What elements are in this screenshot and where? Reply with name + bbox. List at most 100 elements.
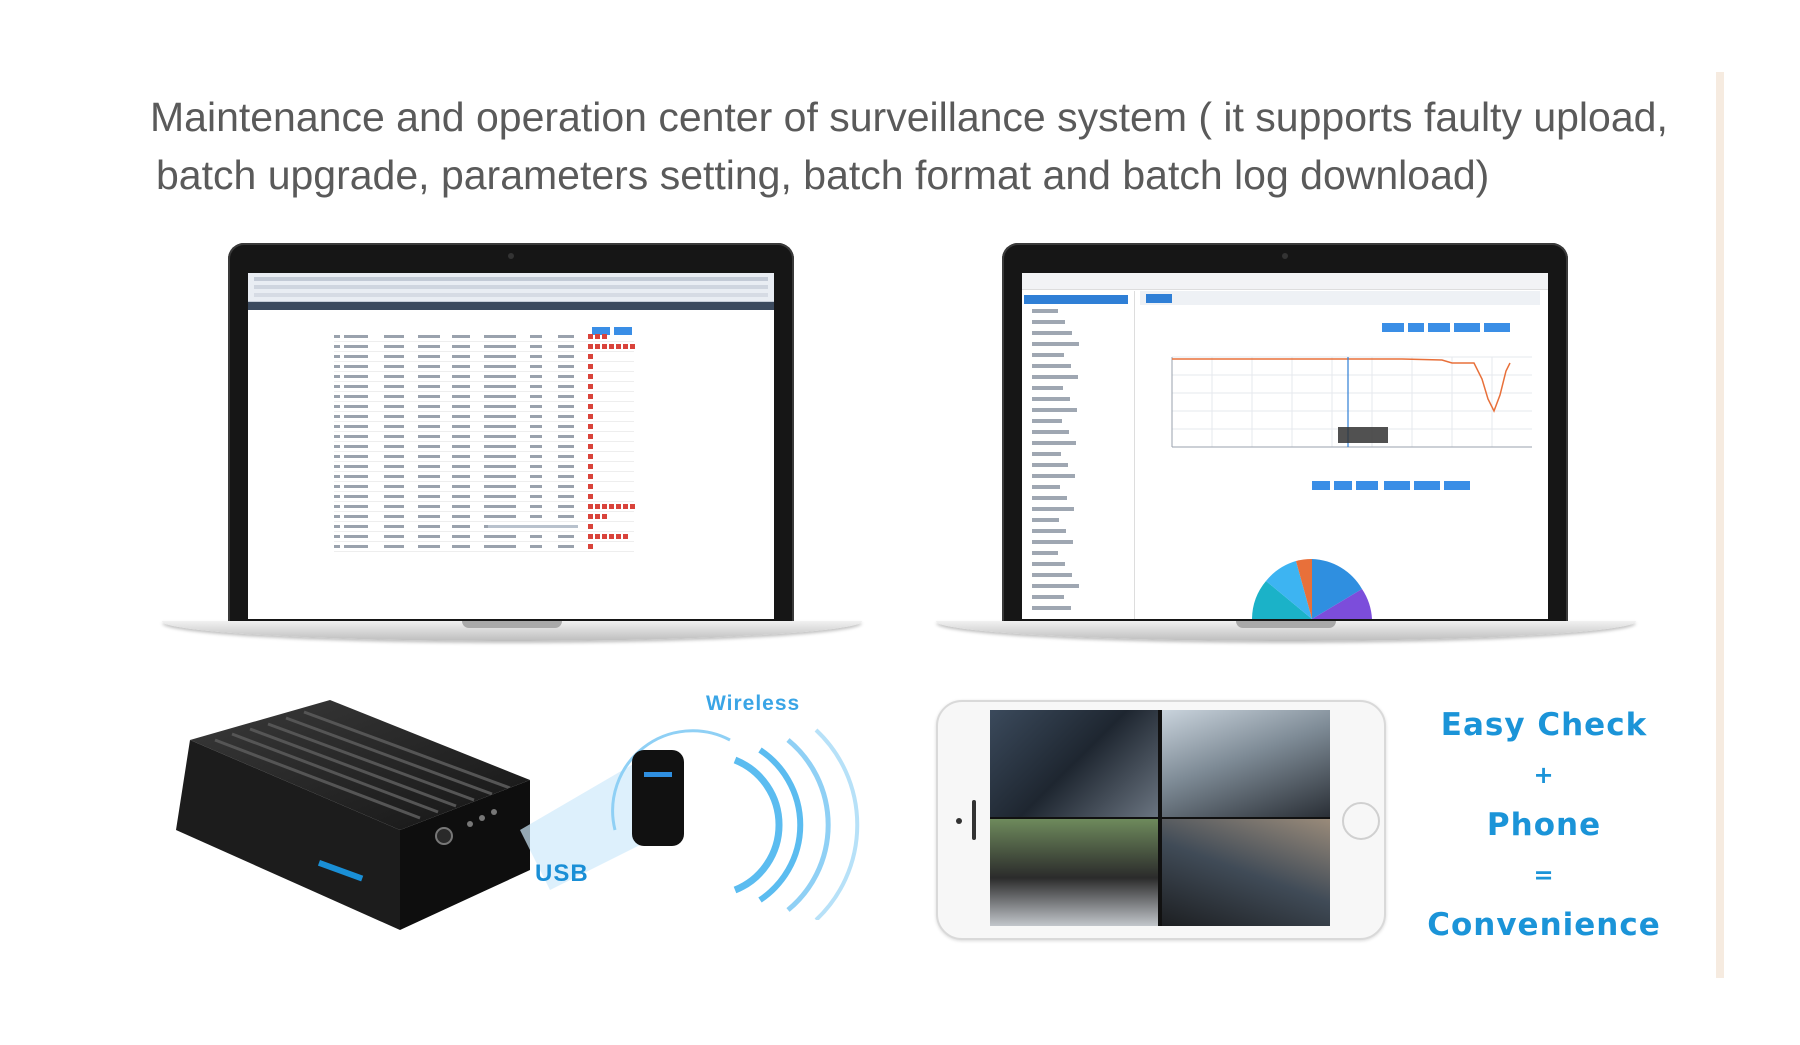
sidebar-tree-item[interactable]	[1032, 485, 1060, 489]
sidebar-tree-item[interactable]	[1032, 386, 1063, 390]
status-fault-badge[interactable]	[609, 344, 614, 349]
sidebar-tree-item[interactable]	[1032, 463, 1068, 467]
pie-button-1[interactable]	[1312, 481, 1330, 490]
status-fault-badge[interactable]	[588, 364, 593, 369]
table-row[interactable]	[334, 433, 634, 442]
table-row[interactable]	[334, 333, 634, 342]
status-fault-badge[interactable]	[588, 504, 593, 509]
sidebar-selected-item[interactable]	[1024, 295, 1128, 304]
status-fault-badge[interactable]	[588, 544, 593, 549]
status-fault-badge[interactable]	[588, 374, 593, 379]
table-row[interactable]	[334, 473, 634, 482]
status-fault-badge[interactable]	[595, 514, 600, 519]
sidebar-tree-item[interactable]	[1032, 595, 1064, 599]
status-fault-badge[interactable]	[630, 504, 635, 509]
table-row[interactable]	[334, 403, 634, 412]
status-fault-badge[interactable]	[588, 484, 593, 489]
chart-button-2[interactable]	[1408, 323, 1424, 332]
sidebar-tree-item[interactable]	[1032, 584, 1079, 588]
sidebar-tree-item[interactable]	[1032, 496, 1067, 500]
status-fault-badge[interactable]	[588, 394, 593, 399]
camera-feed-1[interactable]	[990, 710, 1158, 817]
table-row[interactable]	[334, 483, 634, 492]
device-tree-sidebar[interactable]	[1022, 291, 1135, 619]
chart-button-4[interactable]	[1454, 323, 1480, 332]
status-fault-badge[interactable]	[588, 384, 593, 389]
sidebar-tree-item[interactable]	[1032, 606, 1071, 610]
tab-active[interactable]	[1146, 294, 1172, 303]
status-fault-badge[interactable]	[602, 534, 607, 539]
status-fault-badge[interactable]	[588, 444, 593, 449]
status-fault-badge[interactable]	[588, 434, 593, 439]
status-fault-badge[interactable]	[630, 344, 635, 349]
status-fault-badge[interactable]	[616, 534, 621, 539]
table-row[interactable]	[334, 423, 634, 432]
chart-button-5[interactable]	[1484, 323, 1510, 332]
table-row[interactable]	[334, 363, 634, 372]
pie-button-6[interactable]	[1444, 481, 1470, 490]
status-fault-badge[interactable]	[616, 504, 621, 509]
query-button[interactable]	[592, 327, 610, 335]
status-fault-badge[interactable]	[609, 504, 614, 509]
sidebar-tree-item[interactable]	[1032, 342, 1079, 346]
status-fault-badge[interactable]	[588, 464, 593, 469]
status-fault-badge[interactable]	[588, 414, 593, 419]
pie-button-5[interactable]	[1414, 481, 1440, 490]
sidebar-tree-item[interactable]	[1032, 320, 1065, 324]
table-row[interactable]	[334, 503, 635, 512]
pie-button-4[interactable]	[1384, 481, 1410, 490]
sidebar-tree-item[interactable]	[1032, 375, 1078, 379]
status-fault-badge[interactable]	[602, 334, 607, 339]
table-row[interactable]	[334, 413, 634, 422]
status-fault-badge[interactable]	[602, 344, 607, 349]
sidebar-tree-item[interactable]	[1032, 573, 1072, 577]
table-row[interactable]	[334, 533, 634, 542]
status-fault-badge[interactable]	[595, 534, 600, 539]
camera-feed-4[interactable]	[1162, 819, 1330, 926]
status-fault-badge[interactable]	[623, 344, 628, 349]
table-row[interactable]	[334, 353, 634, 362]
status-fault-badge[interactable]	[588, 534, 593, 539]
status-fault-badge[interactable]	[588, 424, 593, 429]
table-row[interactable]	[334, 523, 634, 532]
table-row[interactable]	[334, 543, 634, 552]
table-row[interactable]	[334, 493, 634, 502]
camera-feed-3[interactable]	[990, 819, 1158, 926]
status-fault-badge[interactable]	[588, 524, 593, 529]
status-fault-badge[interactable]	[602, 504, 607, 509]
pie-button-2[interactable]	[1334, 481, 1352, 490]
status-fault-badge[interactable]	[588, 344, 593, 349]
status-fault-badge[interactable]	[588, 354, 593, 359]
status-fault-badge[interactable]	[609, 534, 614, 539]
status-fault-badge[interactable]	[588, 474, 593, 479]
sidebar-tree-item[interactable]	[1032, 474, 1075, 478]
phone-home-button[interactable]	[1342, 802, 1380, 840]
sidebar-tree-item[interactable]	[1032, 441, 1076, 445]
sidebar-tree-item[interactable]	[1032, 562, 1065, 566]
table-row[interactable]	[334, 373, 634, 382]
table-row[interactable]	[334, 343, 635, 352]
table-row[interactable]	[334, 443, 634, 452]
sidebar-tree-item[interactable]	[1032, 430, 1069, 434]
sidebar-tree-item[interactable]	[1032, 397, 1070, 401]
sidebar-tree-item[interactable]	[1032, 408, 1077, 412]
chart-button-1[interactable]	[1382, 323, 1404, 332]
table-row[interactable]	[334, 453, 634, 462]
sidebar-tree-item[interactable]	[1032, 364, 1071, 368]
status-fault-badge[interactable]	[588, 514, 593, 519]
status-fault-badge[interactable]	[588, 334, 593, 339]
sidebar-tree-item[interactable]	[1032, 353, 1064, 357]
export-button[interactable]	[614, 327, 632, 335]
sidebar-tree-item[interactable]	[1032, 540, 1073, 544]
chart-button-3[interactable]	[1428, 323, 1450, 332]
sidebar-tree-item[interactable]	[1032, 529, 1066, 533]
status-fault-badge[interactable]	[595, 344, 600, 349]
sidebar-tree-item[interactable]	[1032, 551, 1058, 555]
table-row[interactable]	[334, 463, 634, 472]
status-fault-badge[interactable]	[588, 494, 593, 499]
pie-button-3[interactable]	[1356, 481, 1378, 490]
camera-feed-2[interactable]	[1162, 710, 1330, 817]
sidebar-tree-item[interactable]	[1032, 419, 1062, 423]
table-row[interactable]	[334, 393, 634, 402]
status-fault-badge[interactable]	[595, 334, 600, 339]
